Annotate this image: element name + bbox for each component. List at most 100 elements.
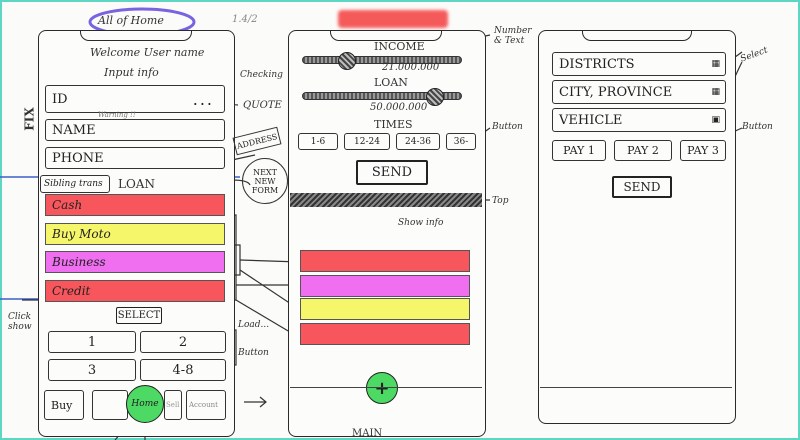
income-slider[interactable] [302,56,462,64]
tab-home-label: Home [131,399,159,409]
times-option-1-label: 1-6 [310,136,326,147]
times-option-2-label: 12-24 [354,136,380,147]
loan-value: 50.000.000 [370,102,428,113]
send-button-2[interactable]: SEND [356,160,428,185]
option-cash[interactable]: Cash [45,194,225,216]
tab-buy[interactable]: Buy [44,390,84,420]
sibling-trans-tab[interactable]: Sibling trans [40,175,110,193]
fix-note: FIX [22,107,37,131]
times-option-3-label: 24-36 [405,136,431,147]
vehicle-select[interactable]: VEHICLE ▣ [552,108,726,132]
times-label: TIMES [374,118,413,131]
pay-3-button[interactable]: PAY 3 [680,140,726,161]
send-button-3[interactable]: SEND [612,176,672,198]
result-bar-red-1[interactable] [300,250,470,272]
tab-buy-label: Buy [51,398,73,412]
grid-cell-2-label: 2 [178,334,188,350]
times-option-4[interactable]: 36- [446,133,476,150]
tab-home-button[interactable]: Home [126,385,164,423]
grid-cell-1-label: 1 [87,334,97,350]
phone-label: PHONE [52,150,104,166]
top-info-bar [290,193,482,207]
option-buy-moto[interactable]: Buy Moto [45,223,225,245]
top-note: Top [492,196,509,206]
pay-3-label: PAY 3 [687,144,719,157]
id-field[interactable]: ID ... [45,85,225,113]
next-form-note: NEXT NEW FORM [242,158,288,204]
grid-cell-3[interactable]: 3 [48,359,136,381]
id-menu-dots[interactable]: ... [192,89,214,109]
result-bar-yellow[interactable] [300,298,470,320]
button-note-3: Button [742,122,773,132]
bottom-label-2: MAIN [352,428,383,439]
pay-1-label: PAY 1 [563,144,595,157]
button-note-1: Button [238,348,269,358]
phone-field[interactable]: PHONE [45,147,225,169]
name-field[interactable]: NAME [45,119,225,141]
plus-icon: + [374,377,390,399]
times-option-4-label: 36- [453,136,469,147]
name-label: NAME [52,122,96,138]
result-bar-red-2[interactable] [300,323,470,345]
option-business[interactable]: Business [45,251,225,273]
city-province-select[interactable]: CITY, PROVINCE ▦ [552,80,726,104]
header-title: All of Home [98,14,164,27]
tab-sell[interactable]: Sell [164,390,182,420]
vehicle-label: VEHICLE [559,112,623,128]
bottom-divider [290,387,482,388]
result-bar-magenta[interactable] [300,275,470,297]
pay-2-button[interactable]: PAY 2 [614,140,672,161]
grid-cell-1[interactable]: 1 [48,331,136,353]
income-slider-knob[interactable] [338,52,356,70]
income-label: INCOME [374,40,425,53]
button-note-2: Button [492,122,523,132]
income-value: 21.000.000 [382,62,440,73]
checking-note: Checking [240,70,283,80]
phone-notch-1 [80,31,192,41]
input-info-heading: Input info [104,66,159,79]
option-buy-moto-label: Buy Moto [52,227,111,241]
tab-account[interactable]: Account [186,390,226,420]
times-option-3[interactable]: 24-36 [396,133,440,150]
dropdown-icon-3: ▣ [711,115,720,125]
grid-cell-4-8[interactable]: 4-8 [140,359,226,381]
load-note: Load... [238,320,270,330]
option-credit[interactable]: Credit [45,280,225,302]
loan-label: LOAN [374,76,408,89]
dropdown-icon-1: ▦ [711,59,720,69]
loan-slider[interactable] [302,92,462,100]
phone-notch-3 [582,31,692,41]
loan-slider-knob[interactable] [426,88,444,106]
phone-screen-3 [538,30,736,424]
loan-heading: LOAN [118,177,155,191]
redacted-title [338,10,448,28]
show-info-note: Show info [398,218,444,228]
grid-cell-3-label: 3 [87,362,97,378]
districts-select[interactable]: DISTRICTS▦ [552,52,726,76]
grid-cell-2[interactable]: 2 [140,331,226,353]
warning-text: Warning !! [98,111,136,119]
sibling-trans-label: Sibling trans [44,179,103,189]
id-label: ID [52,91,68,107]
version-label: 1.4/2 [232,14,258,25]
times-option-1[interactable]: 1-6 [298,133,338,150]
welcome-text: Welcome User name [90,46,205,59]
tab-sell-label: Sell [166,401,180,409]
grid-cell-4-8-label: 4-8 [172,362,194,378]
pay-1-button[interactable]: PAY 1 [552,140,606,161]
pay-2-label: PAY 2 [627,144,659,157]
option-credit-label: Credit [52,284,91,298]
option-cash-label: Cash [52,198,83,212]
times-option-2[interactable]: 12-24 [344,133,390,150]
select-button[interactable]: SELECT [116,307,162,324]
option-business-label: Business [52,255,106,269]
city-province-label: CITY, PROVINCE [559,84,673,100]
number-text-note: Number & Text [494,26,532,46]
tab-account-label: Account [189,401,218,409]
add-fab-button[interactable]: + [366,372,398,404]
bottom-divider-3 [540,387,732,388]
dropdown-icon-2: ▦ [711,87,720,97]
quote-note: QUOTE [243,100,282,111]
tab-blank[interactable] [92,390,128,420]
